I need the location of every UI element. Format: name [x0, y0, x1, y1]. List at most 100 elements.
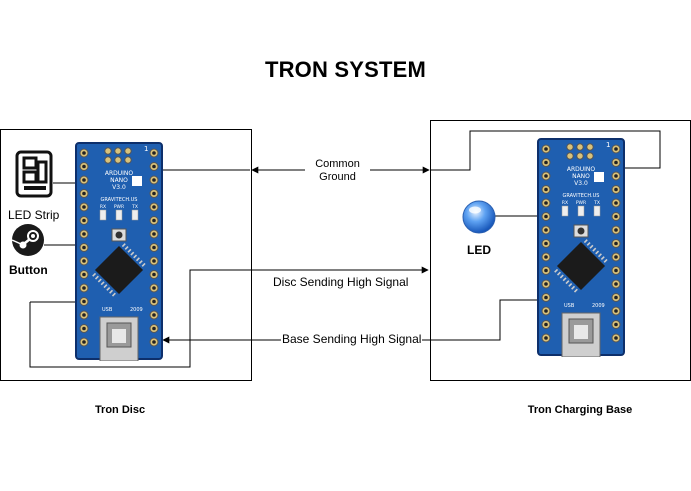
pin-hole: [152, 191, 156, 196]
pin-hole: [152, 259, 156, 263]
pin-hole: [544, 268, 548, 273]
chip-pin: [130, 251, 135, 256]
disc-signal-label: Disc Sending High Signal: [272, 275, 410, 289]
chip-pin: [600, 256, 605, 261]
pin-hole: [544, 282, 548, 286]
tron-charging-base-caption: Tron Charging Base: [527, 404, 633, 416]
chip-pin: [597, 253, 602, 258]
pin-hole: [82, 326, 86, 331]
disc-signal-wire: [29, 266, 429, 368]
pin-hole: [152, 245, 156, 250]
icsp-pad: [104, 156, 112, 164]
pin-hole: [614, 160, 618, 165]
led-strip-label: LED Strip: [8, 208, 60, 222]
icsp-pad: [576, 152, 584, 160]
smd-led: [577, 205, 585, 217]
chip-pin: [554, 268, 559, 273]
board-line2: NANO: [572, 173, 590, 180]
pin-hole: [614, 201, 618, 205]
pin-hole: [614, 268, 618, 273]
pin-hole: [82, 151, 86, 155]
common-ground-label: Common Ground: [305, 158, 370, 184]
board-pin1: 1: [606, 141, 610, 149]
board-usb: USB: [102, 307, 113, 313]
led-strip-icon: [15, 150, 53, 198]
chip-pin: [556, 271, 561, 276]
chip-pin: [595, 250, 600, 255]
led-pwr-label: PWR: [576, 200, 586, 206]
reset-button-cap: [115, 231, 123, 239]
chip-pin: [559, 274, 564, 279]
pin-hole: [152, 313, 156, 317]
pin-hole: [544, 187, 548, 192]
chip-pin: [100, 281, 105, 286]
pin-hole: [82, 232, 86, 236]
led-label: LED: [467, 243, 491, 257]
chip-pin: [138, 260, 143, 265]
pin-hole: [544, 241, 548, 246]
board-year: 2009: [130, 307, 143, 313]
pin-hole: [82, 245, 86, 250]
pin-hole: [544, 160, 548, 165]
button-label: Button: [9, 263, 48, 277]
icsp-pad: [566, 143, 574, 151]
reset-button-cap: [577, 227, 585, 235]
pin-hole: [614, 241, 618, 246]
board-pin1: 1: [144, 145, 148, 153]
chip-pin: [562, 277, 567, 282]
smd-led: [131, 209, 139, 221]
pin-hole: [614, 174, 618, 178]
board-line2: NANO: [110, 177, 128, 184]
pin-hole: [82, 178, 86, 182]
pin-hole: [544, 255, 548, 259]
mcu-chip: [556, 241, 606, 291]
pin-hole: [152, 205, 156, 209]
icsp-pad: [114, 147, 122, 155]
pin-hole: [544, 322, 548, 327]
pin-hole: [152, 340, 156, 344]
chip-pin: [133, 254, 138, 259]
pin-hole: [152, 232, 156, 236]
led-icon: [462, 200, 496, 234]
pin-hole: [152, 272, 156, 277]
pin-hole: [152, 151, 156, 155]
smd-led: [99, 209, 107, 221]
chip-pin: [589, 244, 594, 249]
pin-hole: [614, 228, 618, 232]
chip-pin: [568, 282, 573, 287]
chip-pin: [111, 292, 116, 297]
board-line3: V3.0: [112, 184, 126, 191]
board-brand: GRAVITECH.US: [101, 197, 138, 203]
pin-hole: [82, 286, 86, 290]
pin-hole: [614, 336, 618, 340]
pin-hole: [152, 178, 156, 182]
led-rx-label: RX: [100, 204, 106, 210]
pin-hole: [152, 286, 156, 290]
pin-hole: [544, 295, 548, 300]
base-ground-loop: [430, 130, 661, 171]
icsp-pad: [114, 156, 122, 164]
led-rx-label: RX: [562, 200, 568, 206]
pin-hole: [82, 205, 86, 209]
pin-hole: [614, 214, 618, 219]
pin-hole: [614, 295, 618, 300]
pin-hole: [544, 228, 548, 232]
chip-pin: [583, 239, 588, 244]
pin-hole: [82, 272, 86, 277]
chip-pin: [106, 286, 111, 291]
led-tx-label: TX: [593, 200, 600, 206]
gravitech-logo: [594, 172, 604, 182]
pin-hole: [82, 164, 86, 169]
button-icon: [11, 224, 44, 256]
pin-hole: [152, 218, 156, 223]
icsp-pad: [586, 143, 594, 151]
icsp-pad: [124, 147, 132, 155]
pin-hole: [614, 187, 618, 192]
pin-hole: [82, 340, 86, 344]
chip-pin: [135, 257, 140, 262]
common-ground-line1: Common: [315, 158, 360, 170]
board-usb: USB: [564, 303, 575, 309]
base-signal-label: Base Sending High Signal: [281, 332, 423, 346]
icsp-pad: [576, 143, 584, 151]
